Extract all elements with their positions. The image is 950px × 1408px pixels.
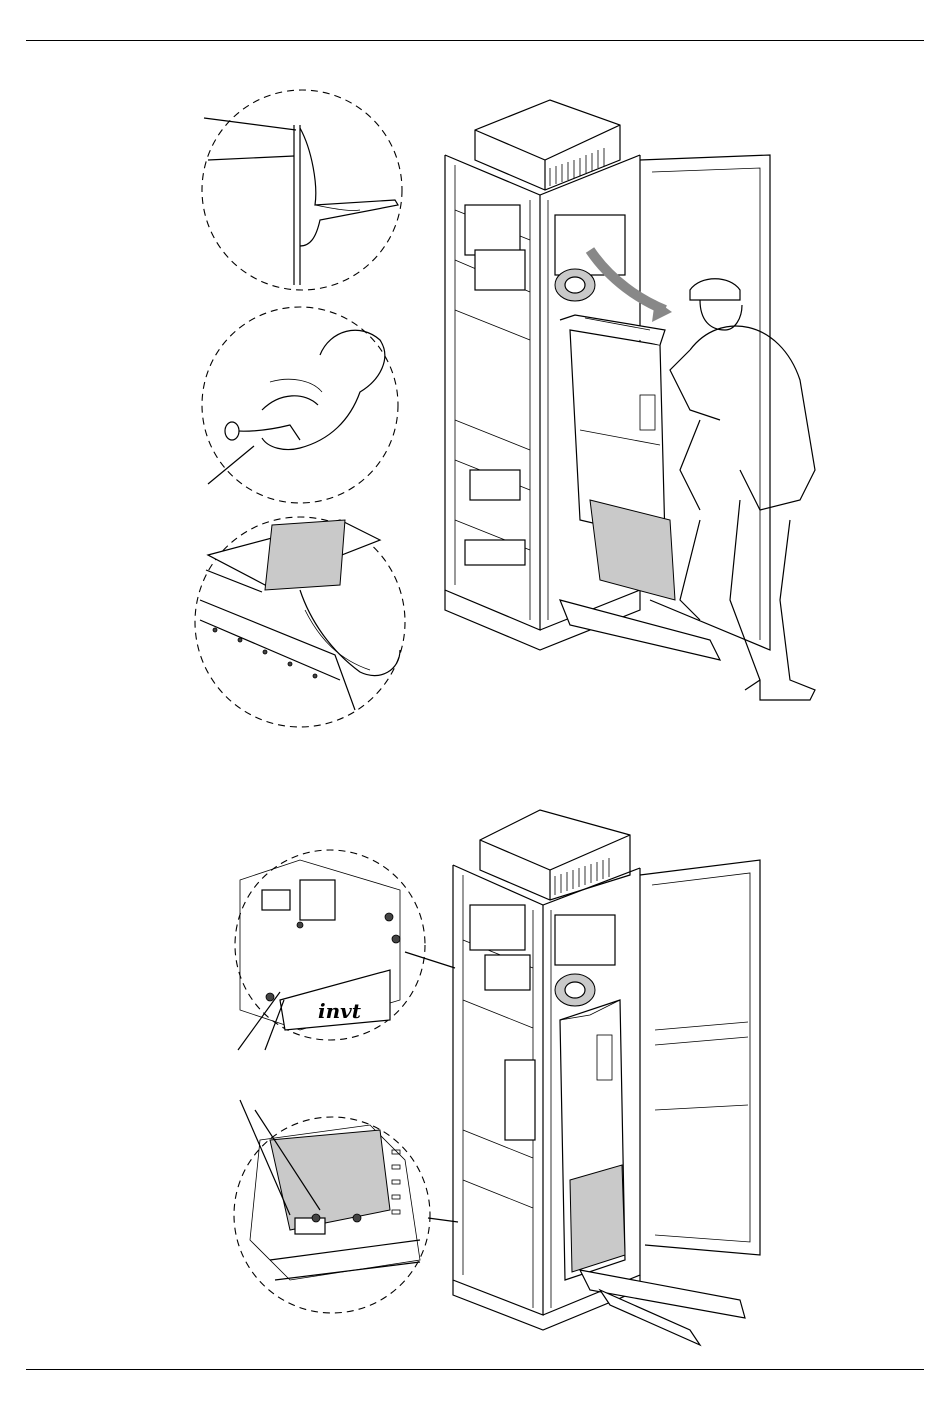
callout-screw-detail: invt [235,850,455,1050]
cabinet-top [445,100,770,660]
figure-top [195,90,815,727]
invt-logo: invt [318,999,362,1023]
callout-rail-detail [195,517,405,727]
figure-bottom: invt [234,810,760,1345]
cabinet-bottom [453,810,760,1345]
rail-holes-lower [392,1150,400,1214]
callout-bottom-detail [234,1100,458,1313]
rail-holes [213,628,317,678]
footer-rule [26,1369,924,1370]
callout-handle-detail [202,307,398,503]
callout-edge-detail [202,90,402,290]
